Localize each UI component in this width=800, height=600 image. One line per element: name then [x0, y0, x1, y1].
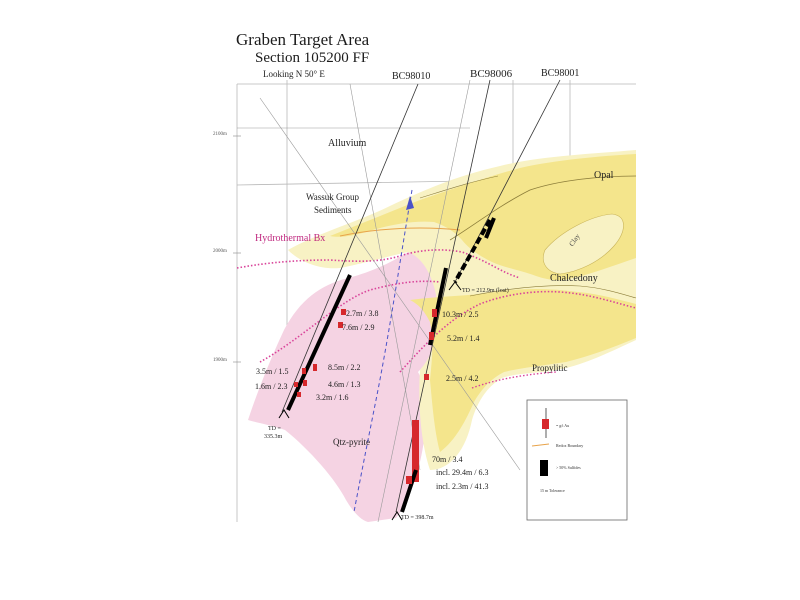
intercept-label: 8.5m / 2.2 — [328, 363, 360, 372]
unit-label-chalcedony: Chalcedony — [550, 273, 598, 284]
fault-line — [353, 189, 413, 513]
legend-label: 15 m Tolerance — [540, 488, 565, 493]
legend: = g/t Au Redox Boundary > 50% Sulfides 1… — [526, 399, 628, 521]
intercept-label: 10.3m / 2.5 — [442, 310, 478, 319]
intercept-label: 1.6m / 2.3 — [255, 382, 287, 391]
intercept-label: 2.5m / 4.2 — [446, 374, 478, 383]
drillhole-label: BC98006 — [470, 68, 513, 80]
legend-gold-swatch — [542, 419, 549, 429]
drillhole-label: BC98001 — [541, 68, 579, 79]
unit-label-wassuk: Wassuk Group — [306, 192, 360, 202]
section-label: Section 105200 FF — [255, 50, 370, 66]
hydrothermal-boundary — [471, 371, 557, 389]
fault-arrow — [406, 196, 414, 210]
intercept-label: 4.6m / 1.3 — [328, 380, 360, 389]
structure-lines — [237, 79, 521, 523]
td-label: 335.3m — [264, 434, 283, 440]
clay-patch — [542, 213, 624, 275]
unit-label-wassuk: Sediments — [314, 205, 352, 215]
elevation-label: 1900m — [213, 358, 227, 363]
td-label: TD = 212.9m (lost) — [462, 287, 509, 294]
legend-label: = g/t Au — [556, 423, 569, 428]
drillhole-bc98006 — [391, 79, 496, 521]
elevation-axis: 2100m 2000m 1900m — [213, 132, 241, 363]
intercept-label: 7.6m / 2.9 — [342, 323, 374, 332]
redox-boundary — [339, 227, 461, 237]
hydrothermal-boundary — [237, 249, 521, 279]
unit-label-hydrothermal: Hydrothermal Bx — [255, 233, 325, 244]
figure-title: Graben Target Area — [236, 30, 370, 49]
intercept-label: 2.7m / 3.8 — [346, 309, 378, 318]
intercept-label: 3.5m / 1.5 — [256, 367, 288, 376]
intercept-label: incl. 2.3m / 41.3 — [436, 482, 488, 491]
legend-sulfide-swatch — [540, 460, 548, 476]
unit-label-propylitic: Propylitic — [532, 363, 568, 373]
intercept-label: incl. 29.4m / 6.3 — [436, 468, 488, 477]
legend-label: > 50% Sulfides — [556, 465, 581, 470]
td-label: TD = 398.7m — [401, 515, 434, 521]
legend-label: Redox Boundary — [556, 443, 583, 448]
unit-label-qtz-pyrite: Qtz-pyrite — [333, 437, 370, 447]
intercept-label: 70m / 3.4 — [432, 455, 462, 464]
chalcedony-zone — [410, 289, 636, 452]
unit-label-alluvium: Alluvium — [328, 138, 367, 149]
td-label: TD = — [268, 426, 281, 432]
looking-direction: Looking N 50° E — [263, 69, 325, 79]
intercept-label: 3.2m / 1.6 — [316, 393, 348, 402]
elevation-label: 2000m — [213, 249, 227, 254]
intercept-label: 5.2m / 1.4 — [447, 334, 479, 343]
hydrothermal-boundary — [259, 280, 441, 363]
drillhole-bc98001 — [448, 79, 561, 291]
drillhole-bc98010 — [278, 83, 419, 419]
drillhole-label: BC98010 — [392, 71, 430, 82]
legend-redox-swatch — [531, 443, 550, 447]
elevation-label: 2100m — [213, 132, 227, 137]
unit-label-opal: Opal — [594, 170, 614, 181]
